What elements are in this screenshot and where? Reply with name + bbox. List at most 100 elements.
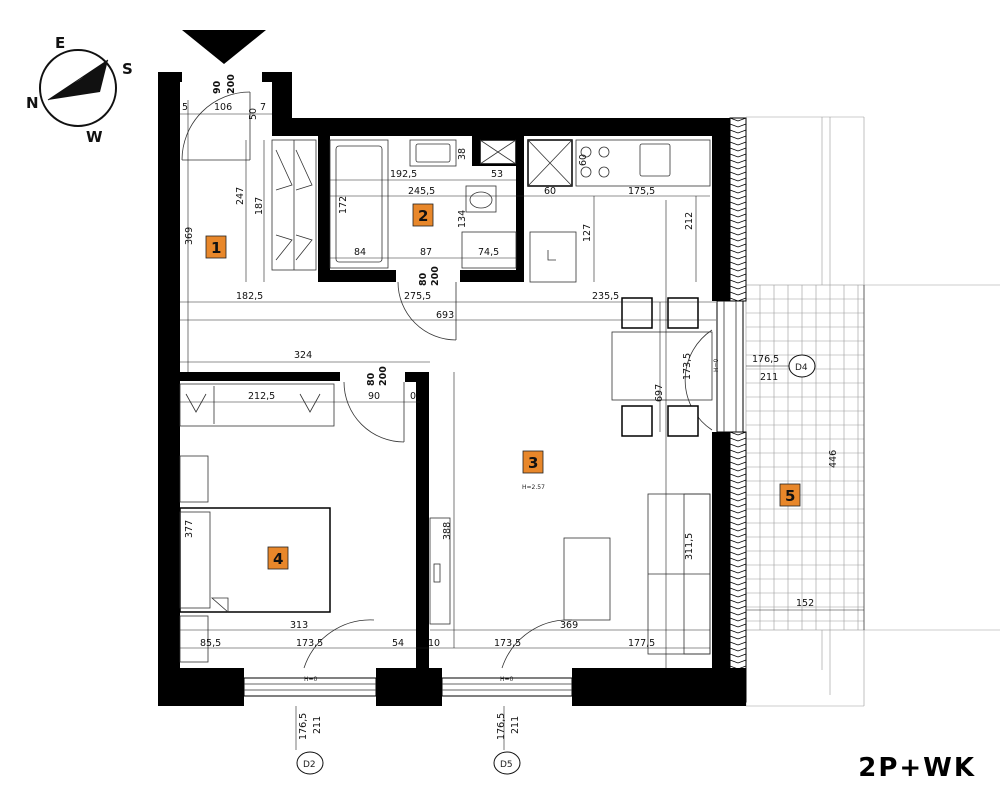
hatch-mark [729, 599, 747, 604]
window-d2-height: 211 [312, 716, 323, 734]
dim-311-5: 311,5 [684, 533, 695, 560]
dim-235-5: 235,5 [592, 291, 619, 302]
hatch-mark [729, 237, 747, 242]
bath-door-width: 80 [418, 272, 429, 286]
window-d4-sill: H=0 [713, 358, 720, 372]
bedroom-door-width: 80 [366, 372, 377, 386]
hatch-mark [729, 461, 747, 466]
window-d4-height: 211 [760, 372, 778, 383]
hatch-mark [729, 623, 747, 628]
hatch-mark [729, 147, 747, 152]
room-3-height: H=2.57 [522, 484, 545, 491]
dim-247: 247 [235, 187, 246, 205]
hatch-mark [729, 563, 747, 568]
hatch-mark [729, 135, 747, 140]
dim-54: 54 [392, 638, 404, 649]
room-1-number: 1 [211, 239, 221, 257]
dim-192-5: 192,5 [390, 169, 417, 180]
hatch-mark [729, 279, 747, 284]
bottom-windows [243, 300, 744, 697]
window-d5-width: 176,5 [496, 713, 507, 740]
dim-187: 187 [254, 197, 265, 215]
hatch-mark [729, 515, 747, 520]
entry-arrow-icon [182, 30, 266, 64]
dim-85-5: 85,5 [200, 638, 221, 649]
hatch-mark [729, 285, 747, 290]
hatch-mark [729, 195, 747, 200]
hatch-mark [729, 527, 747, 532]
dim-324: 324 [294, 350, 312, 361]
entry-door-height: 200 [226, 74, 237, 94]
window-d5-tag: D5 [500, 760, 513, 770]
hatch-mark [729, 431, 747, 436]
hatch-mark [729, 249, 747, 254]
dim-446: 446 [828, 450, 839, 468]
hatch-mark [729, 189, 747, 194]
dim-50: 50 [248, 108, 259, 120]
room-5-number: 5 [785, 487, 795, 505]
hatch-mark [729, 123, 747, 128]
dim-313: 313 [290, 620, 308, 631]
room-2-number: 2 [418, 207, 428, 225]
dim-84: 84 [354, 247, 366, 258]
hatch-mark [729, 141, 747, 146]
hatch-mark [729, 207, 747, 212]
hatch-mark [729, 521, 747, 526]
window-d2-tag: D2 [303, 760, 316, 770]
hatch-mark [729, 641, 747, 646]
hatch-mark [729, 497, 747, 502]
hatch-mark [729, 611, 747, 616]
hatch-mark [729, 171, 747, 176]
hatch-mark [729, 213, 747, 218]
hatch-mark [729, 653, 747, 658]
dim-275-5: 275,5 [404, 291, 431, 302]
hatch-mark [729, 569, 747, 574]
hatch-mark [729, 455, 747, 460]
hatch-mark [729, 261, 747, 266]
hatch-mark [729, 479, 747, 484]
hatch-mark [729, 159, 747, 164]
hatch-mark [729, 509, 747, 514]
dim-175-5: 175,5 [628, 186, 655, 197]
entry-door-width: 90 [212, 80, 223, 94]
hatch-mark [729, 617, 747, 622]
dim-369: 369 [184, 227, 195, 245]
dim-177-5: 177,5 [628, 638, 655, 649]
hatch-mark [729, 629, 747, 634]
hatch-mark [729, 605, 747, 610]
hatch-mark [729, 533, 747, 538]
hatch-mark [729, 219, 747, 224]
hatch-mark [729, 291, 747, 296]
hatch-mark [729, 593, 747, 598]
hatch-mark [729, 575, 747, 580]
room-4-number: 4 [273, 550, 283, 568]
compass-label-west: W [86, 128, 103, 146]
hatch-mark [729, 201, 747, 206]
dim-173-5-b: 173,5 [296, 638, 323, 649]
bedroom-door-height: 200 [378, 366, 389, 386]
dim-369-b: 369 [560, 620, 578, 631]
dim-0: 0 [410, 391, 416, 402]
hatch-mark [729, 273, 747, 278]
hatch-mark [729, 491, 747, 496]
dim-245-5: 245,5 [408, 186, 435, 197]
dim-10: 10 [428, 638, 440, 649]
window-d5-sill: H=0 [500, 676, 514, 683]
dim-53: 53 [491, 169, 503, 180]
dim-388: 388 [442, 522, 453, 540]
dim-7: 7 [260, 102, 266, 113]
hatch-mark [729, 225, 747, 230]
dim-693: 693 [436, 310, 454, 321]
hatch-mark [729, 557, 747, 562]
dim-60-a: 60 [544, 186, 556, 197]
hatch-mark [729, 485, 747, 490]
dim-60-b: 60 [578, 154, 589, 166]
dim-87: 87 [420, 247, 432, 258]
hatch-mark [729, 177, 747, 182]
hatch-mark [729, 545, 747, 550]
hatch-mark [729, 587, 747, 592]
hatch-mark [729, 635, 747, 640]
window-d2-sill: H=0 [304, 676, 318, 683]
compass-rose: E S N W [26, 34, 133, 146]
